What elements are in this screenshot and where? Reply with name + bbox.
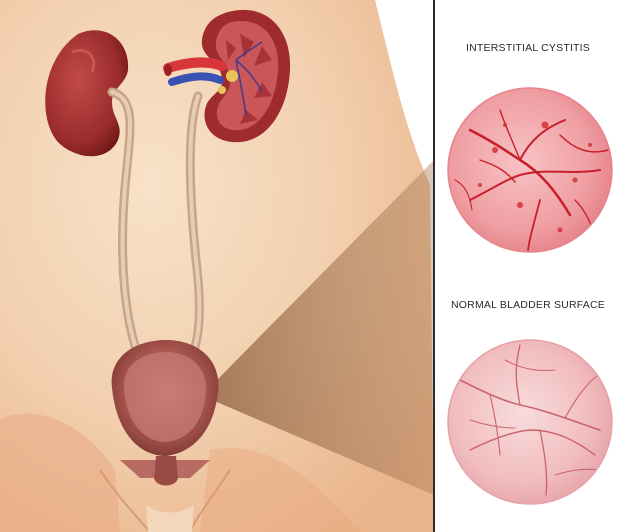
- interstitial-cystitis-label: INTERSTITIAL CYSTITIS: [466, 42, 590, 54]
- ureters: [107, 87, 204, 365]
- urethra: [154, 456, 178, 486]
- right-kidney-cross-section: [201, 9, 291, 143]
- renal-artery: [163, 57, 227, 73]
- normal-bladder-view: [447, 339, 613, 505]
- renal-vessels: [163, 57, 227, 86]
- renal-vein: [168, 72, 224, 86]
- callout-wedge: [212, 160, 434, 495]
- left-kidney: [45, 30, 129, 157]
- bladder: [111, 340, 219, 486]
- interstitial-cystitis-view: [447, 87, 613, 253]
- normal-bladder-surface-label: NORMAL BLADDER SURFACE: [451, 299, 605, 311]
